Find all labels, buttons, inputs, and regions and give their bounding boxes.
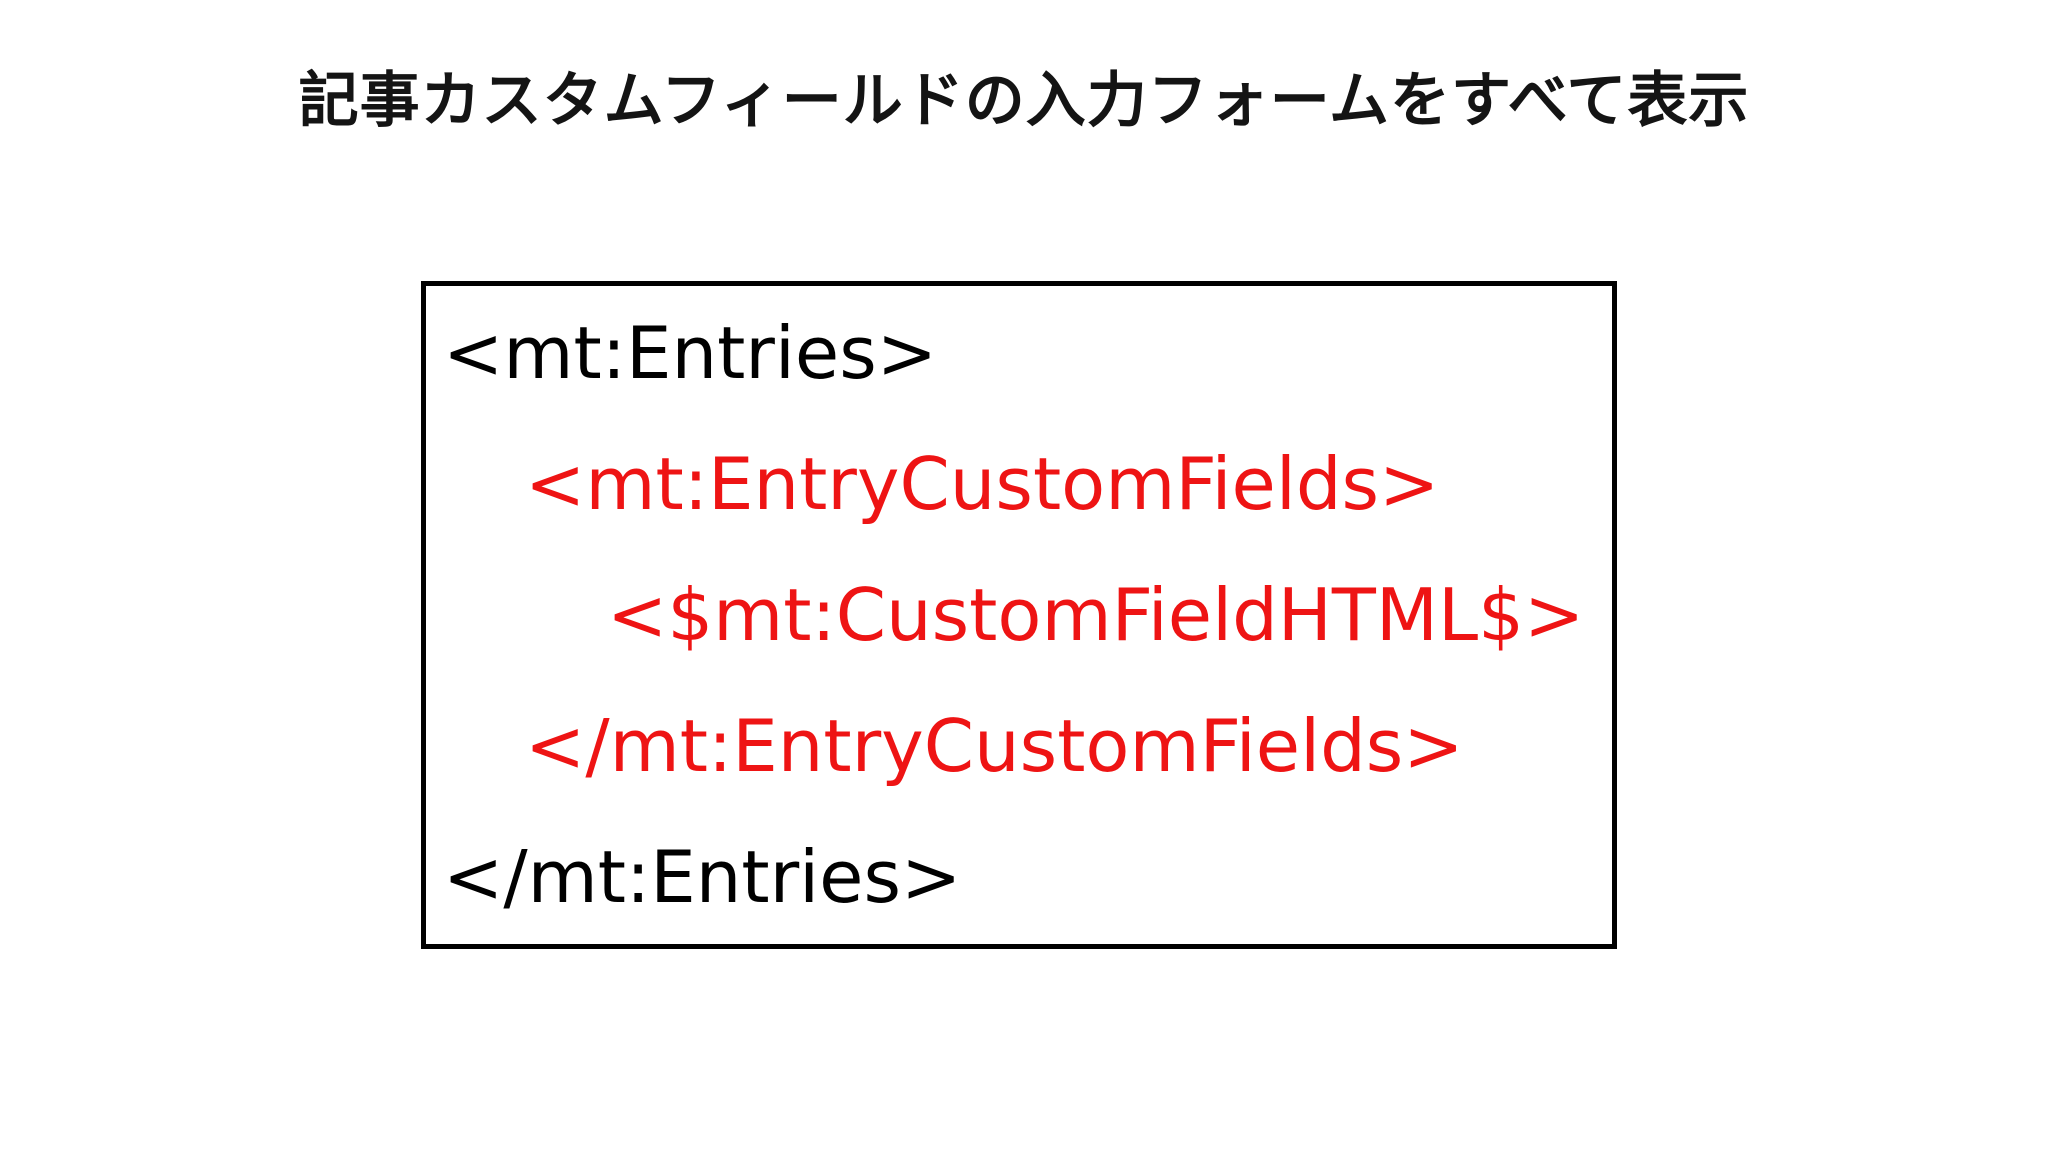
code-line: </mt:EntryCustomFields>: [525, 704, 1464, 788]
slide-title: 記事カスタムフィールドの入力フォームをすべて表示: [298, 66, 1750, 136]
code-box: <mt:Entries> <mt:EntryCustomFields> <$mt:C…: [421, 281, 1617, 949]
code-line: <$mt:CustomFieldHTML$>: [607, 573, 1585, 657]
code-line: <mt:EntryCustomFields>: [525, 442, 1440, 526]
code-line: <mt:Entries>: [443, 311, 938, 395]
code-line: </mt:Entries>: [443, 835, 962, 919]
